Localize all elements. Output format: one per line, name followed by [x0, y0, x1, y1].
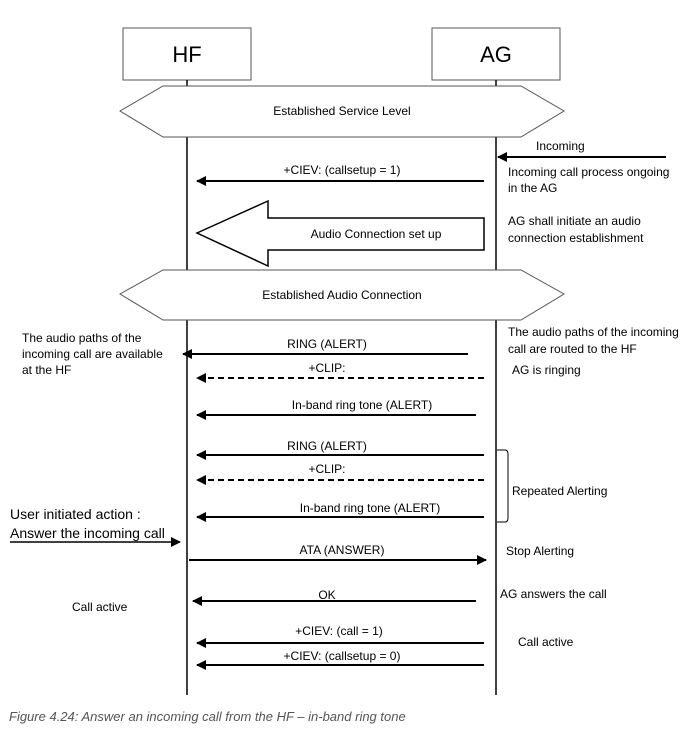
- ag-initiate-note-1: AG shall initiate an audio: [508, 214, 641, 228]
- service-level-band: Established Service Level: [119, 85, 565, 138]
- msg-inband-2: In-band ring tone (ALERT): [196, 501, 484, 522]
- msg-inband-1: In-band ring tone (ALERT): [196, 398, 476, 420]
- service-level-label: Established Service Level: [273, 104, 410, 118]
- call-active-hf-note: Call active: [72, 600, 128, 614]
- audio-connection-label: Established Audio Connection: [262, 288, 421, 302]
- call-active-ag-note: Call active: [518, 635, 574, 649]
- msg-incoming-label: Incoming: [536, 139, 585, 153]
- ag-paths-note-1: The audio paths of the incoming: [508, 325, 679, 339]
- msg-clip-1: +CLIP:: [196, 361, 484, 383]
- msg-ciev-callsetup-1-label: +CIEV: (callsetup = 1): [284, 163, 401, 177]
- ag-answers-note: AG answers the call: [500, 587, 607, 601]
- msg-clip-2-label: +CLIP:: [308, 462, 345, 476]
- hf-paths-note-2: incoming call are available: [22, 347, 163, 361]
- msg-clip-1-label: +CLIP:: [308, 361, 345, 375]
- ag-header-label: AG: [480, 42, 512, 67]
- hf-paths-note-1: The audio paths of the: [22, 331, 142, 345]
- msg-ata-label: ATA (ANSWER): [300, 543, 385, 557]
- msg-ciev-callsetup-0-label: +CIEV: (callsetup = 0): [284, 649, 401, 663]
- user-action-note-1: User initiated action :: [10, 506, 141, 522]
- msg-clip-2: +CLIP:: [196, 462, 484, 485]
- msg-ring-1: RING (ALERT): [182, 337, 468, 359]
- msg-ring-2: RING (ALERT): [196, 439, 484, 460]
- stop-alerting-note: Stop Alerting: [506, 544, 574, 558]
- hf-header-label: HF: [172, 42, 201, 67]
- msg-ciev-callsetup-0: +CIEV: (callsetup = 0): [196, 649, 484, 670]
- ag-paths-note-2: call are routed to the HF: [508, 342, 637, 356]
- incoming-process-note-2: in the AG: [508, 181, 557, 195]
- msg-ring-2-label: RING (ALERT): [287, 439, 367, 453]
- msg-ok: OK: [192, 588, 476, 606]
- repeated-alerting-note: Repeated Alerting: [512, 484, 607, 498]
- msg-ciev-callsetup-1: +CIEV: (callsetup = 1): [196, 163, 484, 186]
- hf-paths-note-3: at the HF: [22, 363, 71, 377]
- repeated-alerting-brace: [497, 449, 509, 523]
- hf-header: HF: [122, 27, 252, 81]
- msg-inband-1-label: In-band ring tone (ALERT): [292, 398, 433, 412]
- audio-setup-label: Audio Connection set up: [311, 227, 442, 241]
- audio-connection-band: Established Audio Connection: [119, 269, 565, 321]
- msg-ciev-call-1-label: +CIEV: (call = 1): [295, 624, 383, 638]
- figure-caption: Figure 4.24: Answer an incoming call fro…: [9, 709, 406, 724]
- msg-ring-1-label: RING (ALERT): [287, 337, 367, 351]
- msg-ciev-call-1: +CIEV: (call = 1): [196, 624, 484, 648]
- ag-header: AG: [431, 27, 561, 81]
- msg-ok-label: OK: [318, 588, 335, 602]
- msg-ata: ATA (ANSWER): [189, 543, 487, 565]
- msg-inband-2-label: In-band ring tone (ALERT): [300, 501, 441, 515]
- user-action-note-2: Answer the incoming call: [10, 525, 165, 541]
- incoming-process-note-1: Incoming call process ongoing: [508, 165, 669, 179]
- ag-initiate-note-2: connection establishment: [508, 231, 644, 245]
- audio-setup-arrow: Audio Connection set up: [195, 199, 485, 268]
- msg-incoming: Incoming: [497, 139, 666, 162]
- ag-ringing-note: AG is ringing: [512, 363, 581, 377]
